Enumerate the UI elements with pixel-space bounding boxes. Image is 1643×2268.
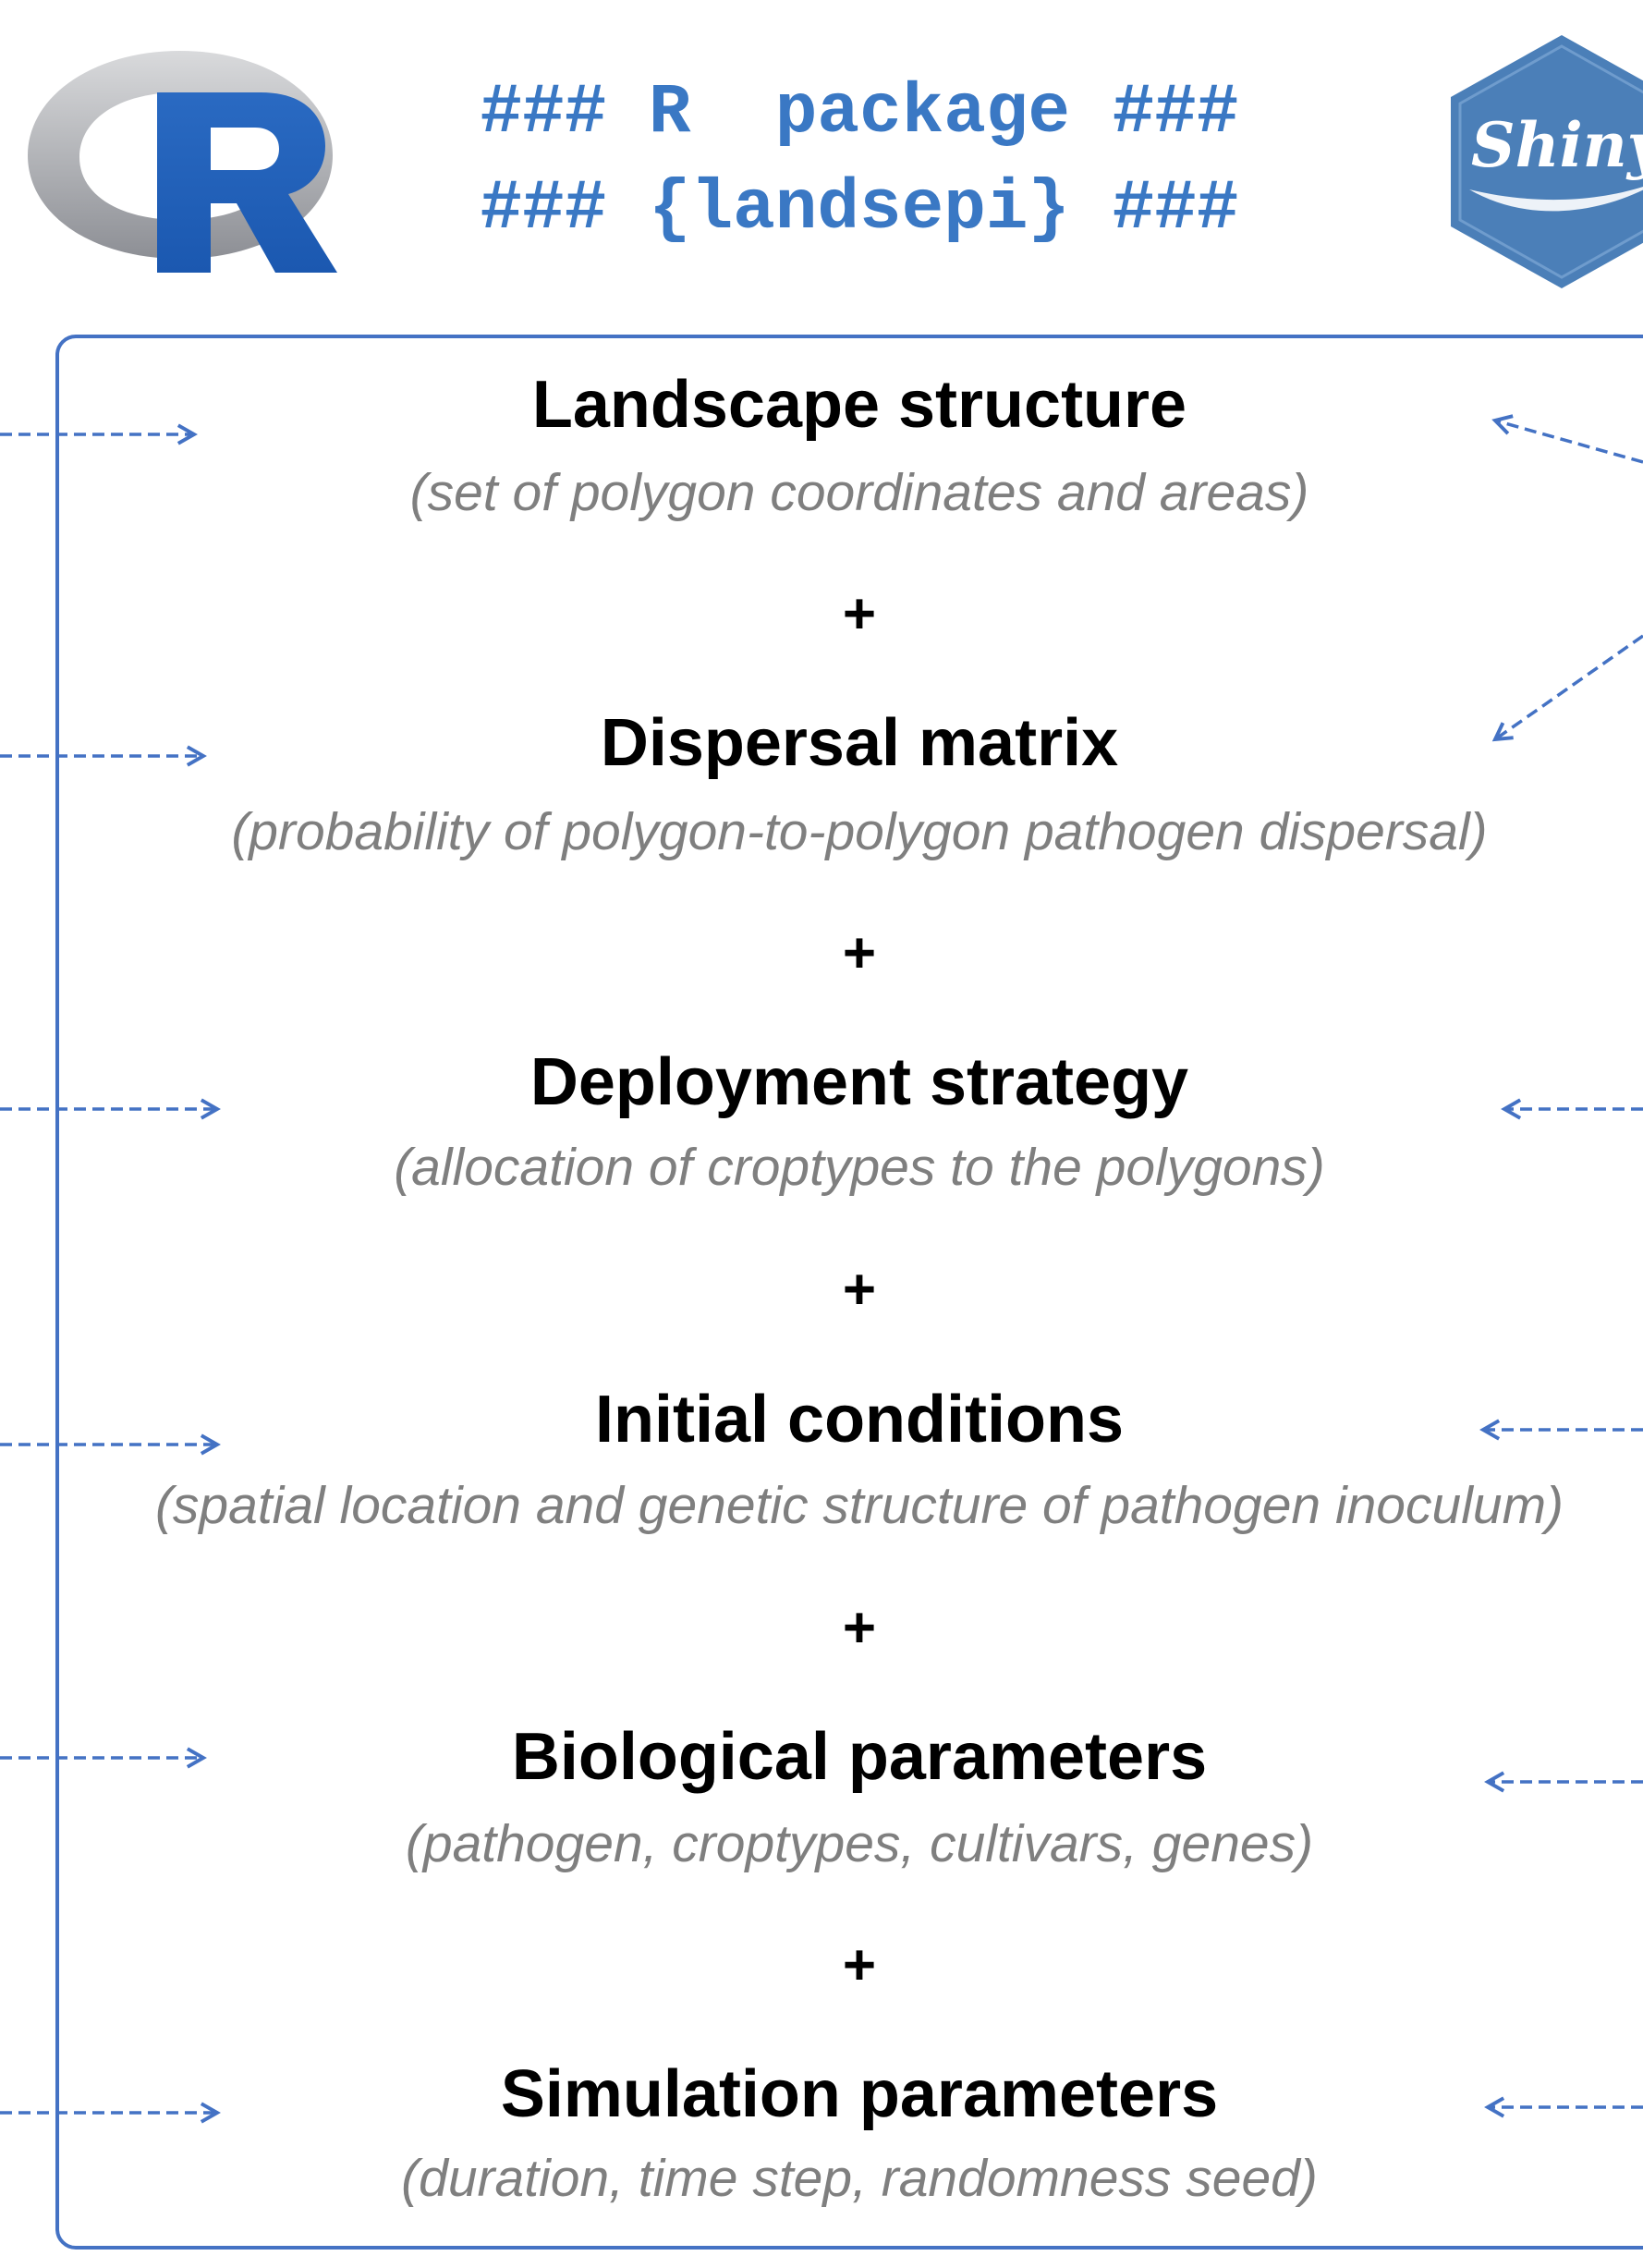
biological-parameters-description: (pathogen, croptypes, cultivars, genes)	[405, 1814, 1314, 1873]
package-title-line-1: ### R package ###	[480, 73, 1239, 152]
plus-sign: +	[842, 1258, 877, 1322]
dispersal-matrix-description: (probability of polygon-to-polygon patho…	[231, 802, 1488, 861]
initial-conditions-title: Initial conditions	[595, 1383, 1124, 1457]
simulation-parameters-title: Simulation parameters	[500, 2057, 1219, 2131]
landscape-structure-title: Landscape structure	[531, 368, 1187, 442]
deployment-strategy-description: (allocation of croptypes to the polygons…	[394, 1138, 1325, 1197]
r-logo	[28, 51, 337, 273]
plus-sign: +	[842, 582, 877, 646]
shiny-logo-text: Shiny	[1471, 109, 1643, 181]
package-title: ### R package ### ### {landsepi} ###	[351, 65, 1368, 257]
package-title-line-2: ### {landsepi} ###	[480, 169, 1239, 249]
plus-sign: +	[842, 921, 877, 985]
plus-sign: +	[842, 1596, 877, 1660]
biological-parameters-title: Biological parameters	[511, 1720, 1208, 1794]
landscape-structure-description: (set of polygon coordinates and areas)	[409, 463, 1309, 522]
landsepi-inputs-box	[55, 335, 1643, 2250]
simulation-parameters-description: (duration, time step, randomness seed)	[401, 2149, 1318, 2208]
plus-sign: +	[842, 1933, 877, 1997]
deployment-strategy-title: Deployment strategy	[529, 1045, 1189, 1119]
initial-conditions-description: (spatial location and genetic structure …	[154, 1476, 1564, 1535]
shiny-logo: Shiny	[1451, 35, 1643, 288]
dispersal-matrix-title: Dispersal matrix	[600, 706, 1119, 780]
